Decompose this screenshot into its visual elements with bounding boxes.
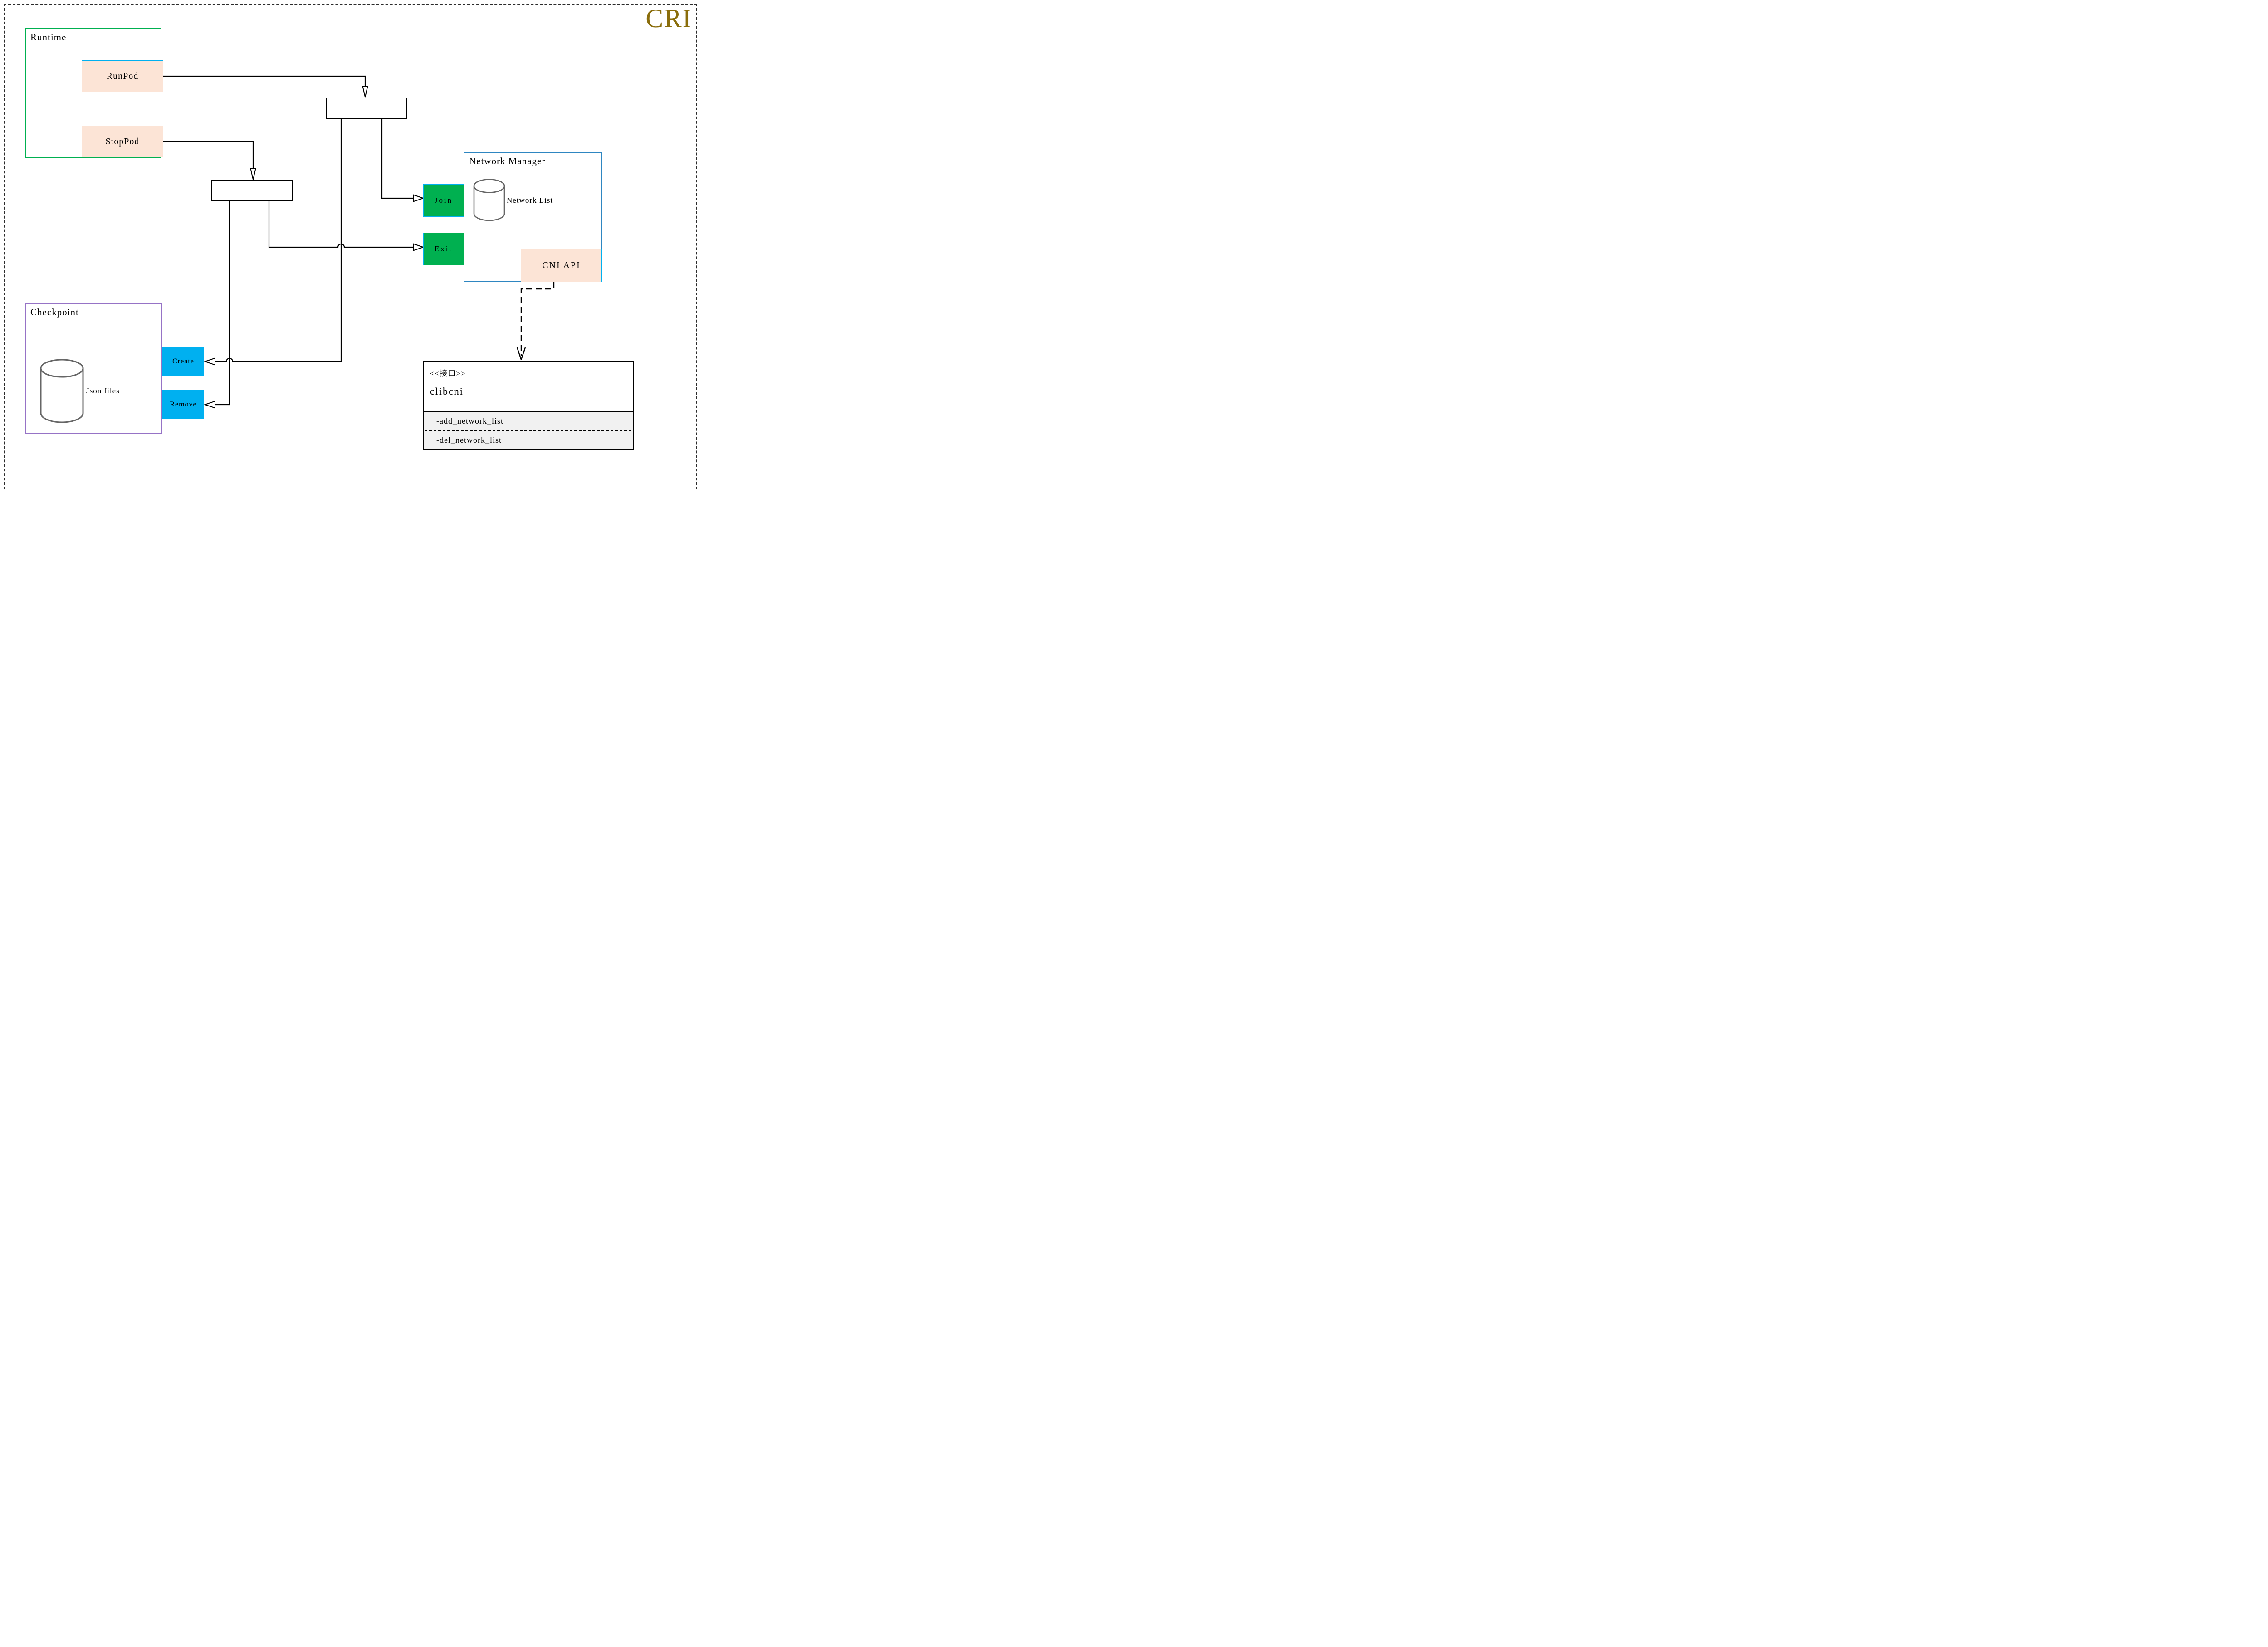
exit-button[interactable]: Exit	[423, 233, 464, 265]
join-button[interactable]: Join	[423, 184, 464, 217]
diagram-canvas: CRI Runtime Checkpoint Network Manager	[0, 0, 701, 493]
clibcni-header: <<接口>> clibcni	[424, 362, 633, 411]
interface-stereotype: <<接口>>	[430, 369, 466, 378]
junction-box-2	[211, 180, 293, 201]
checkpoint-title: Checkpoint	[30, 307, 79, 318]
page-dashed-border	[4, 4, 697, 489]
method-divider	[425, 430, 632, 431]
junction-box-1	[326, 98, 407, 119]
create-button[interactable]: Create	[162, 347, 204, 376]
runtime-title: Runtime	[30, 32, 67, 43]
json-files-label: Json files	[86, 386, 120, 395]
cni-api-button[interactable]: CNI API	[521, 249, 602, 282]
runpod-button[interactable]: RunPod	[82, 60, 163, 92]
method-del-network-list: -del_network_list	[436, 435, 502, 445]
network-manager-title: Network Manager	[469, 156, 546, 166]
checkpoint-box: Checkpoint	[25, 303, 162, 434]
method-add-network-list: -add_network_list	[436, 416, 503, 425]
remove-button[interactable]: Remove	[162, 390, 204, 419]
interface-name: clibcni	[430, 386, 464, 397]
clibcni-interface-box: <<接口>> clibcni -add_network_list -del_ne…	[423, 361, 634, 450]
clibcni-methods-section: -add_network_list -del_network_list	[424, 411, 633, 449]
stoppod-button[interactable]: StopPod	[82, 126, 163, 157]
diagram-title: CRI	[645, 4, 692, 33]
network-list-label: Network List	[507, 196, 553, 205]
